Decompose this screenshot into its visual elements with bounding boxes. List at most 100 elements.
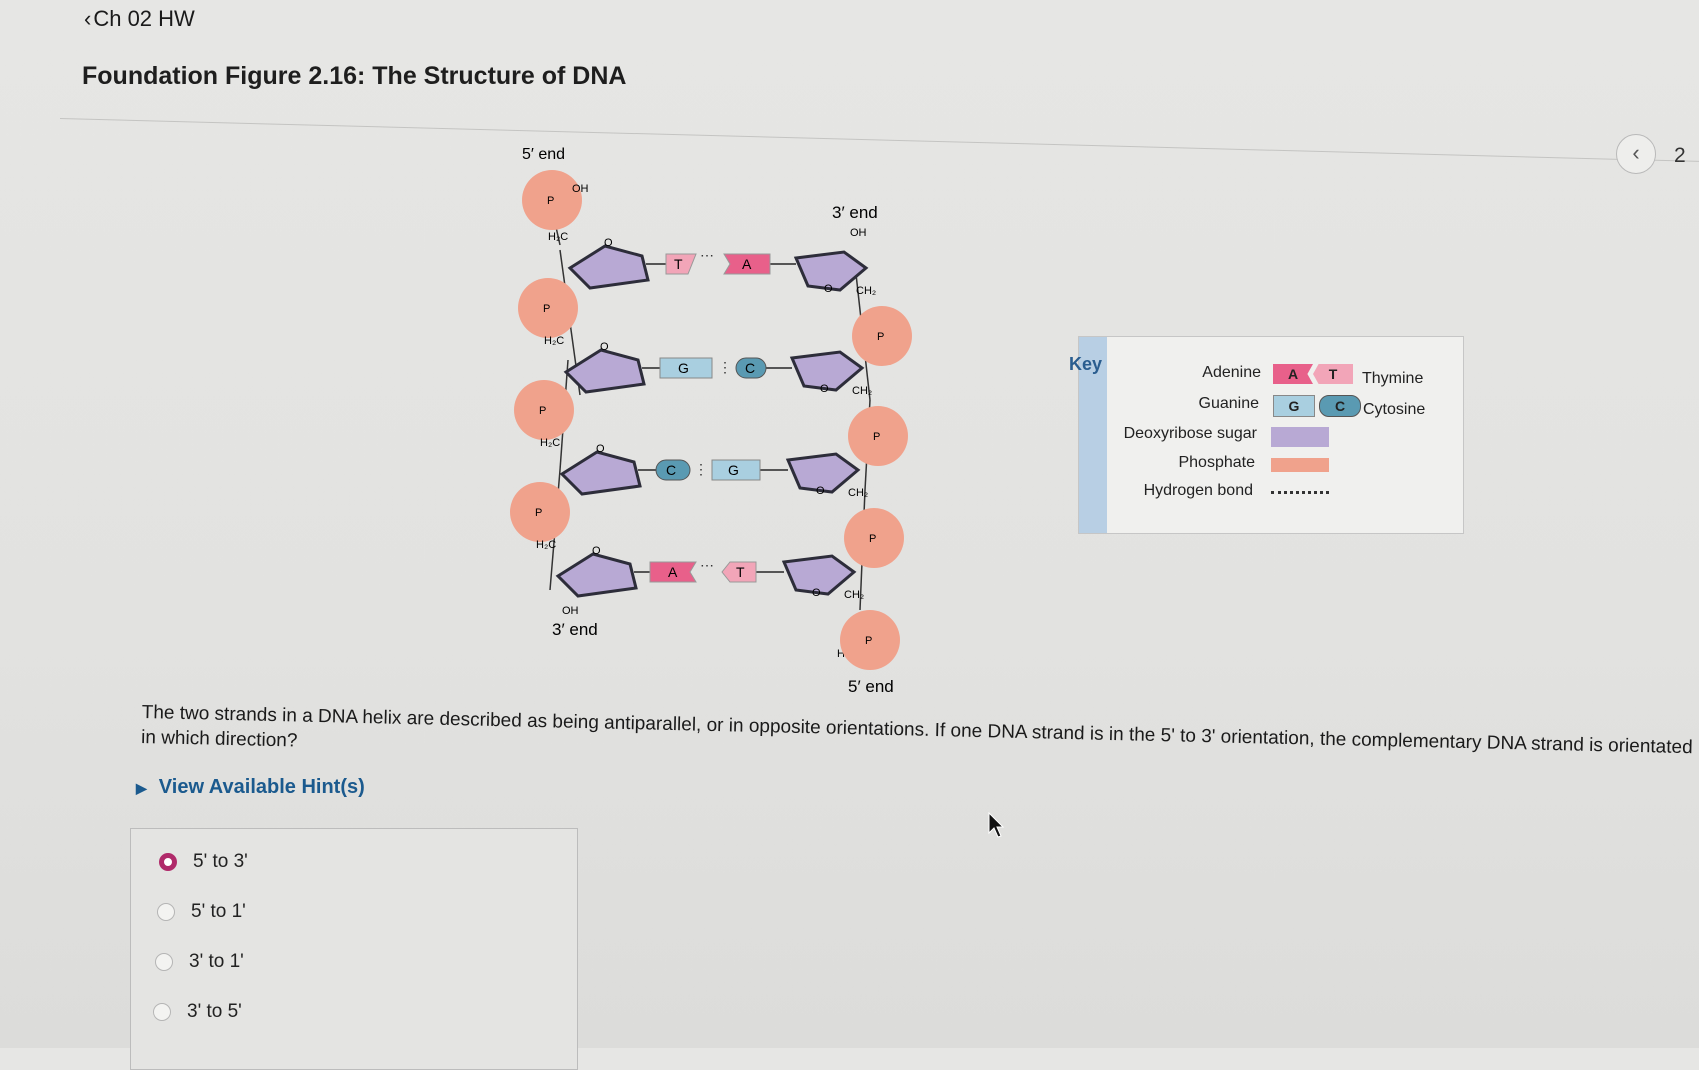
h2c-label: H₂C — [540, 437, 560, 449]
base-letter: C — [666, 462, 676, 478]
base-pair-1: T ⋯ A — [665, 247, 771, 275]
radio-icon[interactable] — [155, 953, 173, 971]
h2c-label: H₂C — [544, 335, 564, 347]
base-letter: A — [668, 564, 678, 580]
caret-right-icon: ▶ — [136, 780, 147, 796]
key-phosphate-swatch — [1271, 458, 1329, 472]
answer-choices: 5' to 3' 5' to 1' 3' to 1' 3' to 5' — [130, 828, 578, 1070]
phosphate-left-2: P — [518, 278, 578, 338]
phosphate-p-label: P — [873, 431, 880, 443]
phosphate-right-1: P — [852, 306, 912, 366]
phosphate-left-4: P — [510, 482, 570, 542]
sugar-ring-oxygen: O — [600, 341, 609, 353]
key-strip — [1079, 337, 1107, 533]
hydrogen-bond: ⋯ — [700, 557, 714, 573]
base-letter: A — [742, 256, 752, 272]
key-thymine-swatch: T — [1313, 364, 1353, 384]
sugar-ring-oxygen: O — [604, 237, 613, 249]
sugar-ring-oxygen: O — [816, 485, 825, 497]
base-letter: T — [674, 256, 683, 272]
phosphate-left-3: P — [514, 380, 574, 440]
phosphate-p-label: P — [535, 507, 542, 519]
answer-label: 3' to 5' — [187, 1001, 242, 1022]
dna-structure-figure: 5′ end 3′ end OH 3′ end OH 5′ end HO P O… — [510, 146, 912, 696]
key-adenine-swatch: A — [1273, 364, 1313, 384]
key-cytosine-label: Cytosine — [1363, 401, 1426, 418]
sugar-left-1 — [567, 244, 650, 290]
sugar-right-4 — [781, 554, 857, 596]
phosphate-p-label: P — [543, 303, 550, 315]
base-cytosine — [655, 459, 691, 481]
phosphate-right-4: P — [840, 610, 900, 670]
base-letter: C — [745, 360, 755, 376]
phosphate-p-label: P — [877, 331, 884, 343]
base-letter: G — [728, 462, 739, 478]
answer-option-2[interactable]: 5' to 1' — [157, 901, 246, 923]
key-title: Key — [1069, 354, 1103, 374]
sugar-ring-oxygen: O — [812, 587, 821, 599]
phosphate-p-label: P — [539, 405, 546, 417]
radio-icon[interactable] — [157, 903, 175, 921]
chevron-left-icon: ‹ — [84, 6, 92, 31]
top-right-end-label: 3′ end — [832, 203, 878, 222]
sugar-left-4 — [555, 552, 638, 598]
base-guanine — [659, 357, 713, 379]
base-pair-4: A ⋯ T — [649, 557, 757, 583]
key-legend: Key Adenine A T Thymine Guanine G C Cyto… — [1069, 336, 1464, 534]
back-link-label: Ch 02 HW — [93, 6, 195, 31]
phosphate-left-1: P OH — [522, 170, 589, 230]
sugar-left-2 — [563, 348, 646, 394]
h2c-label: H₂C — [548, 231, 568, 243]
key-thymine-label: Thymine — [1362, 370, 1424, 387]
previous-button[interactable]: ‹ — [1616, 134, 1656, 174]
h2c-label: H₂C — [536, 539, 556, 551]
radio-icon[interactable] — [153, 1003, 171, 1021]
answer-label: 5' to 3' — [193, 851, 248, 872]
chevron-left-icon: ‹ — [1632, 140, 1640, 165]
base-letter: G — [678, 360, 689, 376]
key-phosphate-label: Phosphate — [1178, 454, 1255, 471]
key-guanine-label: Guanine — [1198, 395, 1260, 412]
page-counter: 2 — [1674, 144, 1686, 167]
key-hbond-swatch — [1271, 491, 1329, 494]
radio-selected-icon[interactable] — [159, 853, 177, 871]
key-hbond-label: Hydrogen bond — [1143, 482, 1253, 499]
ch2-label: CH₂ — [844, 589, 864, 601]
phosphate-oh-label: OH — [572, 183, 589, 195]
key-cytosine-swatch: C — [1319, 395, 1361, 417]
phosphate-p-label: P — [869, 533, 876, 545]
phosphate-right-2: P — [848, 406, 908, 466]
back-link[interactable]: ‹Ch 02 HW — [84, 6, 195, 32]
phosphate-p-label: P — [865, 635, 872, 647]
sugar-ring-oxygen: O — [820, 383, 829, 395]
bottom-left-end-label: 3′ end — [552, 620, 598, 639]
sugar-ring-oxygen: O — [596, 443, 605, 455]
key-sugar-swatch — [1271, 427, 1329, 447]
phosphate-right-3: P — [844, 508, 904, 568]
answer-option-4[interactable]: 3' to 5' — [153, 1001, 242, 1023]
sugar-ring-oxygen: O — [824, 283, 833, 295]
top-left-end-label: 5′ end — [522, 146, 565, 163]
question-text: The two strands in a DNA helix are descr… — [140, 701, 1693, 759]
base-adenine — [649, 561, 697, 583]
base-guanine — [711, 459, 761, 481]
key-sugar-label: Deoxyribose sugar — [1123, 425, 1257, 442]
base-cytosine — [735, 357, 767, 379]
sugar-right-2 — [789, 350, 865, 392]
base-thymine — [721, 561, 757, 583]
ch2-label: CH₂ — [856, 285, 876, 297]
sugar-ring-oxygen: O — [592, 545, 601, 557]
view-hints-toggle[interactable]: ▶View Available Hint(s) — [136, 776, 365, 799]
sugar-left-3 — [559, 450, 642, 496]
base-pair-2: G ⋮⋮ C — [659, 357, 767, 379]
mouse-cursor-icon — [988, 812, 1004, 838]
base-pair-3: C ⋮⋮ G — [655, 459, 761, 481]
answer-label: 3' to 1' — [189, 951, 244, 972]
sugar-right-1 — [793, 250, 869, 292]
phosphate-p-label: P — [547, 195, 554, 207]
answer-option-3[interactable]: 3' to 1' — [155, 951, 244, 973]
ch2-label: CH₂ — [852, 385, 872, 397]
answer-option-1[interactable]: 5' to 3' — [159, 851, 248, 873]
page-title: Foundation Figure 2.16: The Structure of… — [82, 62, 627, 90]
sugar-right-3 — [785, 452, 861, 494]
